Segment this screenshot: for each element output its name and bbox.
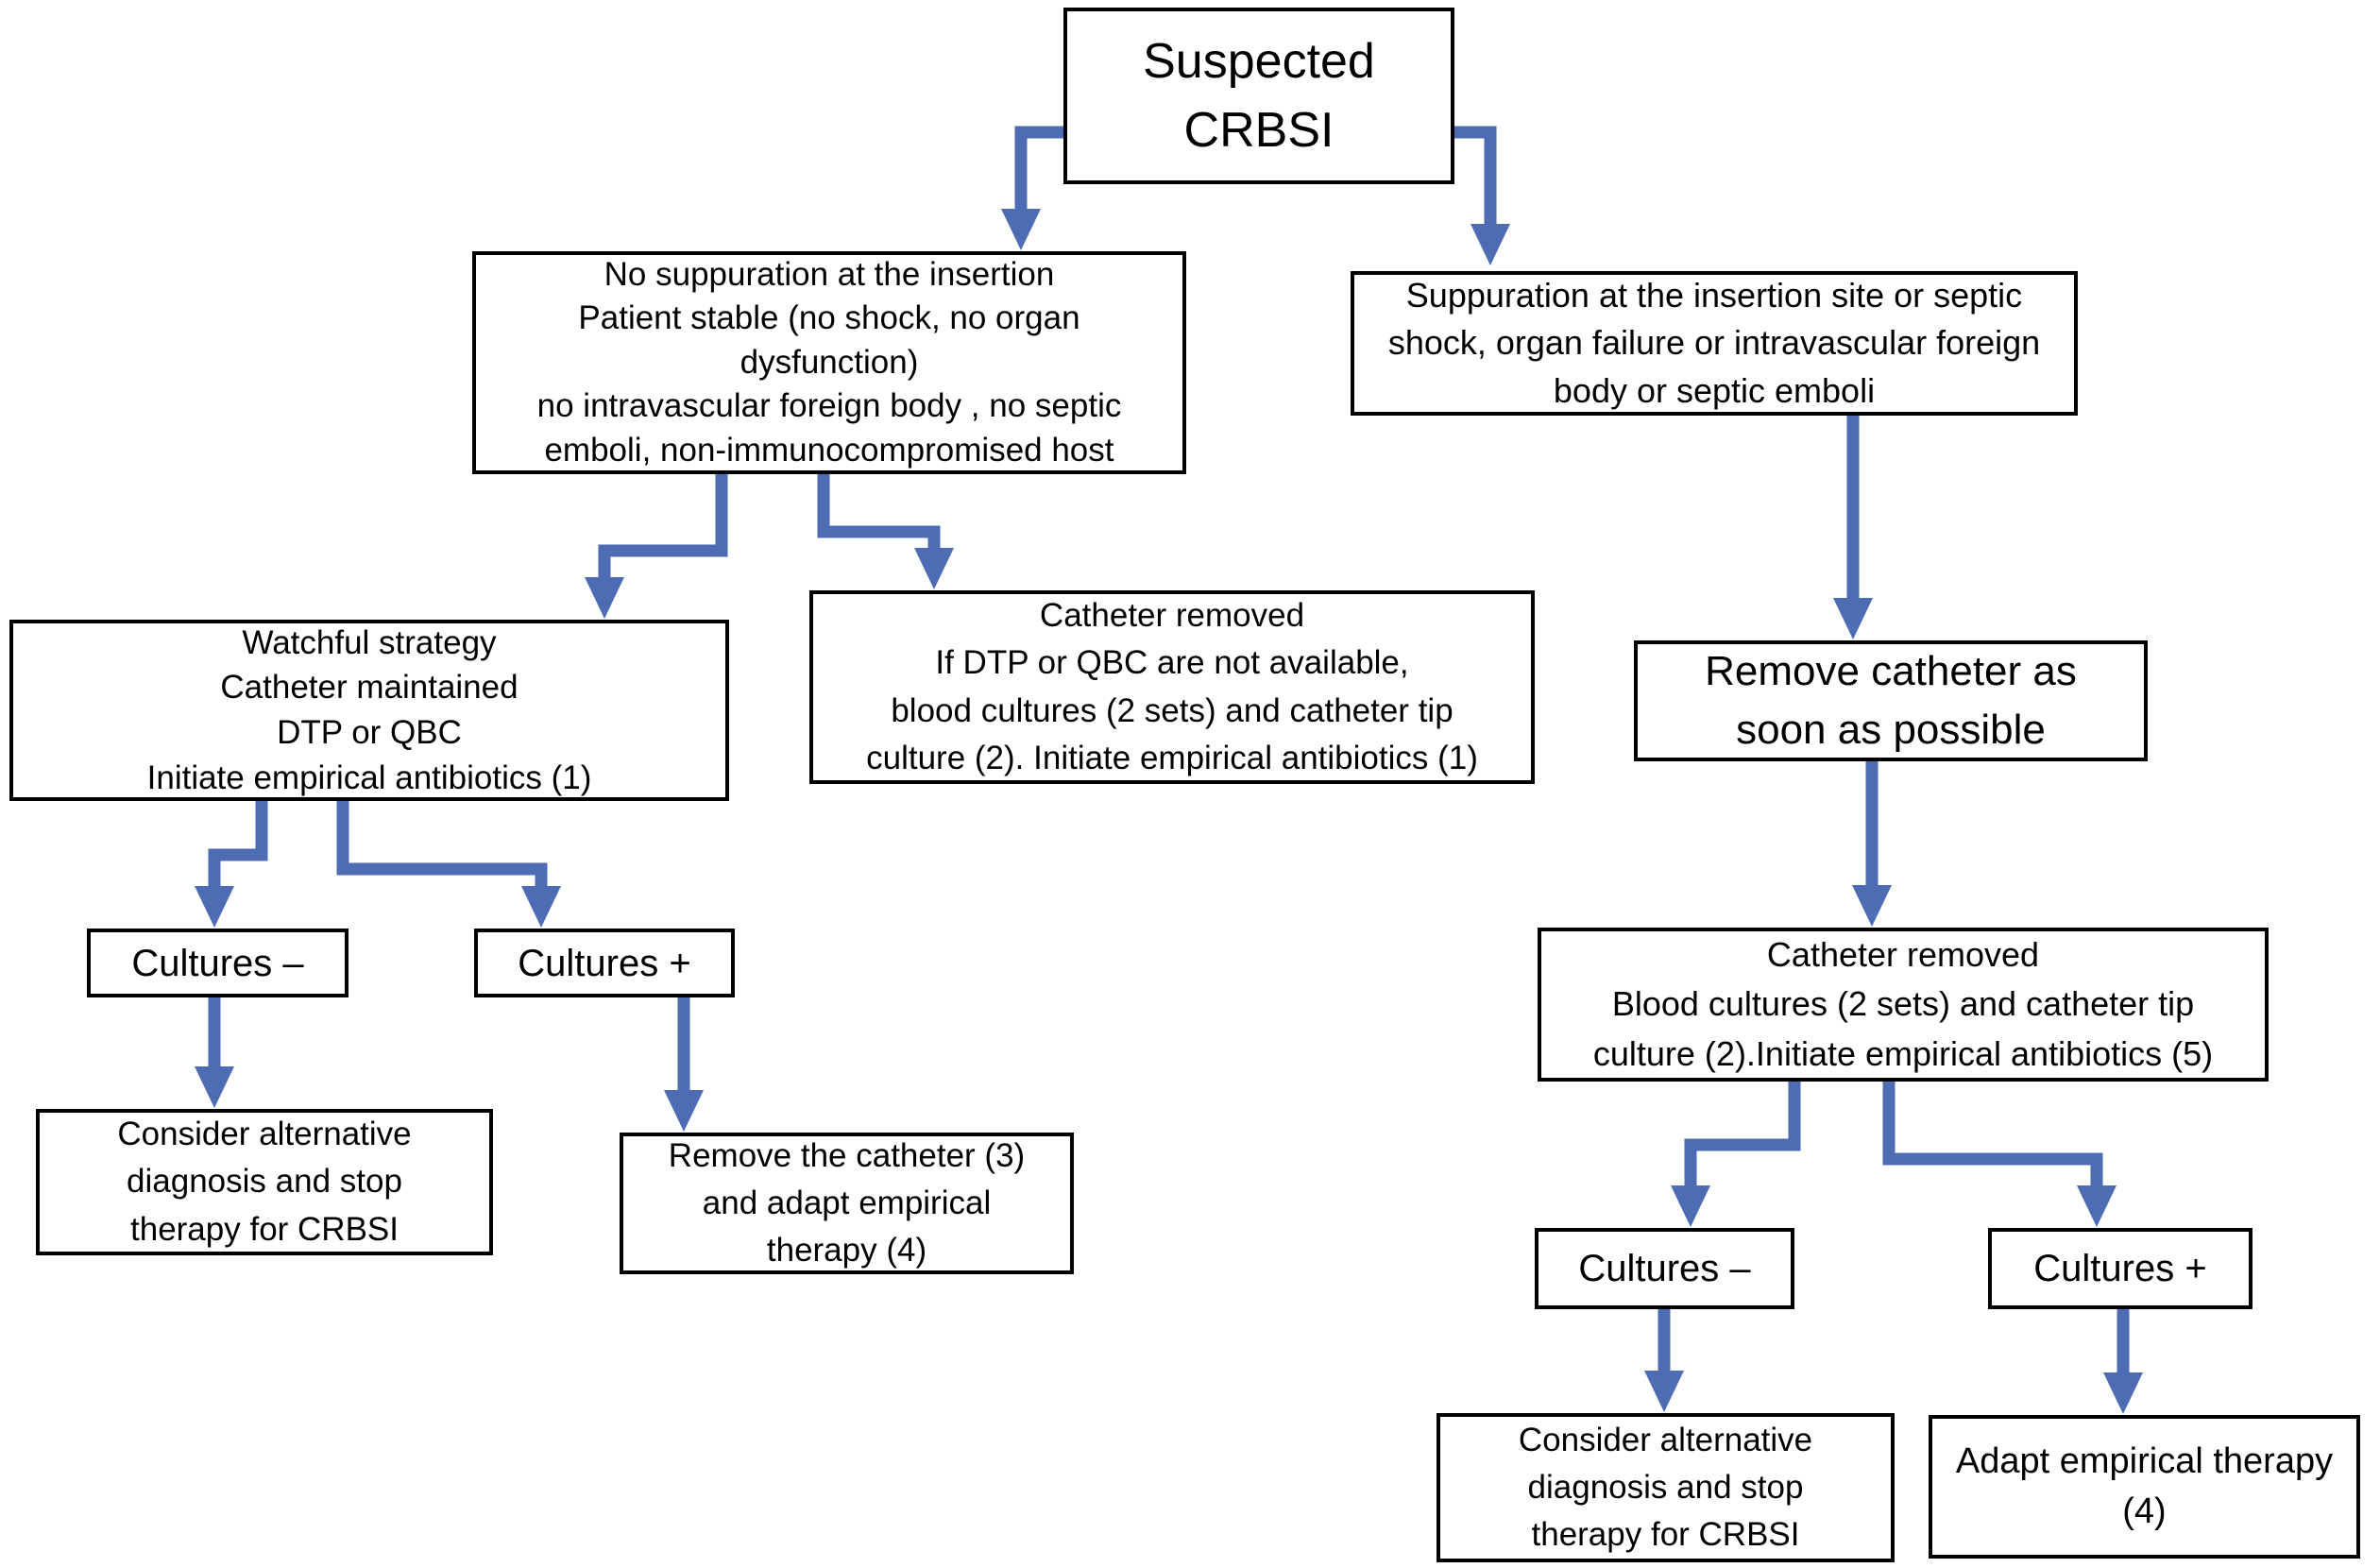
node-no-suppuration: No suppuration at the insertion Patient … — [472, 251, 1186, 474]
node-suspected-crbsi-label: Suspected CRBSI — [1143, 33, 1375, 158]
node-remove-catheter-asap-label: Remove catheter as soon as possible — [1705, 648, 2077, 753]
node-catheter-removed-no-dtp-label: Catheter removed If DTP or QBC are not a… — [866, 597, 1478, 776]
connector-suspected-to-suppuration — [1454, 126, 1510, 265]
node-cultures-positive-left: Cultures + — [474, 929, 735, 997]
node-consider-alternative-right-label: Consider alternative diagnosis and stop … — [1518, 1421, 1813, 1554]
node-cultures-negative-left-label: Cultures – — [131, 942, 304, 984]
node-suspected-crbsi: Suspected CRBSI — [1063, 8, 1454, 184]
node-remove-catheter-asap: Remove catheter as soon as possible — [1634, 640, 2148, 761]
node-cultures-positive-left-label: Cultures + — [518, 942, 691, 984]
node-consider-alternative-right: Consider alternative diagnosis and stop … — [1436, 1413, 1895, 1562]
node-adapt-empirical-therapy: Adapt empirical therapy (4) — [1929, 1415, 2360, 1559]
node-remove-catheter-adapt: Remove the catheter (3) and adapt empiri… — [620, 1133, 1074, 1274]
connector-no-suppuration-to-catheter-removed — [817, 474, 954, 589]
node-cultures-negative-left: Cultures – — [87, 929, 348, 997]
node-catheter-removed-no-dtp: Catheter removed If DTP or QBC are not a… — [809, 590, 1535, 784]
node-catheter-removed-right: Catheter removed Blood cultures (2 sets)… — [1538, 928, 2269, 1082]
node-consider-alternative-left: Consider alternative diagnosis and stop … — [36, 1109, 493, 1255]
connector-catheter-removed-right-to-cultures-neg — [1671, 1082, 1801, 1227]
connector-watchful-to-cultures-neg — [195, 801, 268, 928]
node-watchful-strategy: Watchful strategy Catheter maintained DT… — [9, 620, 729, 801]
node-adapt-empirical-therapy-label: Adapt empirical therapy (4) — [1955, 1440, 2334, 1531]
connector-no-suppuration-to-watchful — [585, 474, 728, 619]
connector-watchful-to-cultures-pos — [336, 801, 561, 928]
node-catheter-removed-right-label: Catheter removed Blood cultures (2 sets)… — [1592, 935, 2214, 1073]
node-cultures-negative-right-label: Cultures – — [1578, 1248, 1751, 1289]
node-cultures-positive-right: Cultures + — [1988, 1228, 2252, 1309]
node-consider-alternative-left-label: Consider alternative diagnosis and stop … — [117, 1116, 412, 1248]
node-watchful-strategy-label: Watchful strategy Catheter maintained DT… — [146, 623, 592, 796]
node-suppuration-label: Suppuration at the insertion site or sep… — [1387, 275, 2041, 410]
node-no-suppuration-label: No suppuration at the insertion Patient … — [536, 255, 1122, 469]
connector-catheter-removed-right-to-cultures-pos — [1882, 1082, 2116, 1227]
node-cultures-negative-right: Cultures – — [1535, 1228, 1794, 1309]
node-cultures-positive-right-label: Cultures + — [2033, 1248, 2207, 1289]
node-remove-catheter-adapt-label: Remove the catheter (3) and adapt empiri… — [668, 1136, 1026, 1270]
connector-suspected-to-no-suppuration — [1001, 126, 1063, 250]
node-suppuration: Suppuration at the insertion site or sep… — [1351, 271, 2078, 416]
